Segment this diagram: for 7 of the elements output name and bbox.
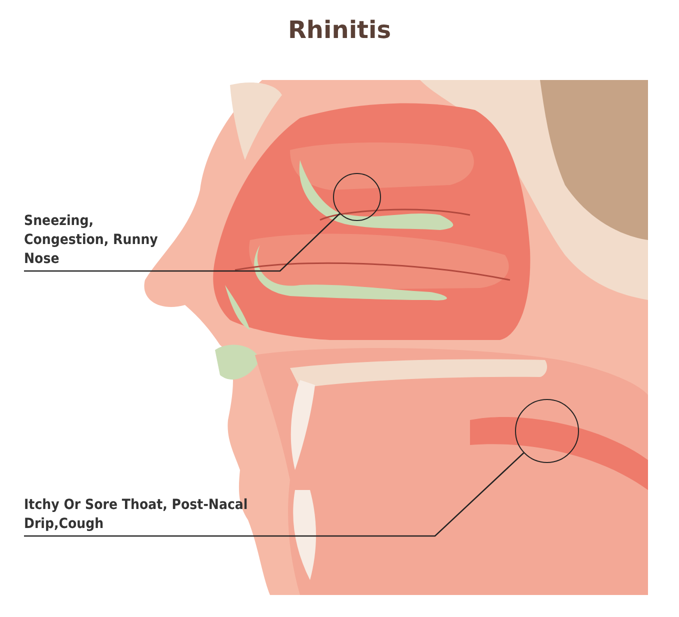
leader-line	[24, 452, 524, 537]
callout-text: Sneezing, Congestion, Runny Nose	[24, 212, 174, 269]
title: Rhinitis	[286, 16, 392, 44]
leader-line	[24, 213, 340, 272]
callout-circle	[333, 173, 381, 221]
callout-circle	[515, 399, 579, 463]
callout-text: Itchy Or Sore Thoat, Post-Nacal Drip,Cough	[24, 496, 324, 534]
